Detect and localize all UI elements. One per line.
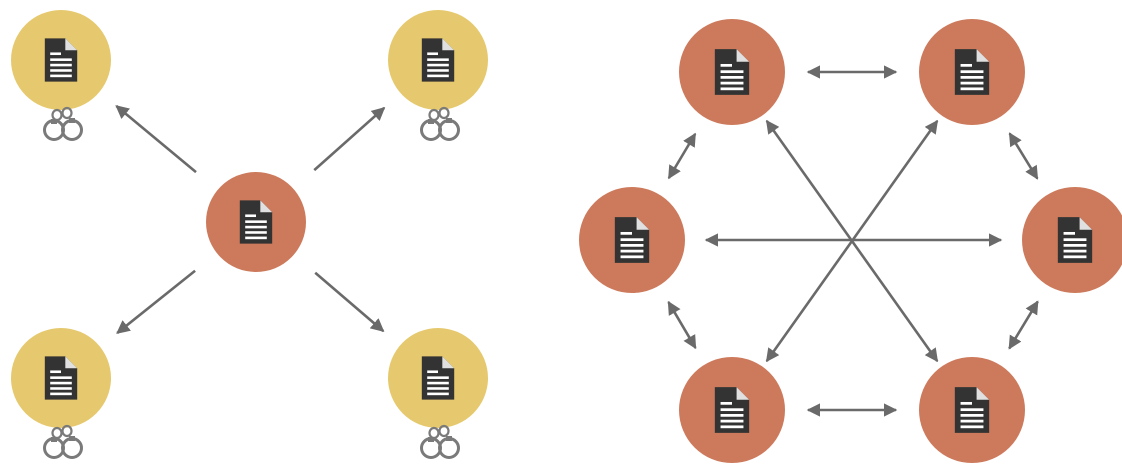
centralized-diagram — [11, 10, 488, 459]
center-source-node — [206, 172, 306, 272]
peer-node-bottom-right — [919, 357, 1025, 463]
handcuffs-lock-icon — [43, 424, 83, 459]
locked-node-top-left — [11, 10, 111, 141]
peer-node-top-left — [679, 19, 785, 125]
peer-node-bottom-left — [679, 357, 785, 463]
spoke-arrow-top-left — [115, 105, 197, 174]
locked-node-bottom-right — [388, 328, 488, 459]
document-icon — [954, 49, 990, 95]
document-icon — [1057, 217, 1093, 263]
mesh-arrow-right-bottom-right — [1008, 300, 1039, 350]
document-icon — [239, 200, 273, 244]
document-icon — [44, 38, 78, 82]
handcuffs-lock-icon — [420, 106, 460, 141]
spoke-arrow-top-right — [313, 106, 386, 172]
peer-node-left — [579, 187, 685, 293]
mesh-arrow-bottom-left-left — [667, 300, 697, 350]
spoke-arrow-bottom-left — [116, 269, 196, 335]
document-icon — [421, 356, 455, 400]
locked-node-bottom-left — [11, 328, 111, 459]
mesh-arrow-top-right-right — [1008, 132, 1039, 180]
locked-node-top-right — [388, 10, 488, 141]
handcuffs-lock-icon — [43, 106, 83, 141]
mesh-arrow-left-top-left — [667, 132, 697, 180]
document-icon — [954, 387, 990, 433]
document-icon — [714, 387, 750, 433]
document-icon — [714, 49, 750, 95]
document-icon — [44, 356, 78, 400]
mesh-arrow-top-right-bottom-left — [765, 119, 939, 363]
spoke-arrow-bottom-right — [314, 271, 385, 333]
handcuffs-lock-icon — [420, 424, 460, 459]
document-icon — [421, 38, 455, 82]
document-icon — [614, 217, 650, 263]
decentralized-diagram — [579, 19, 1122, 463]
peer-node-right — [1022, 187, 1122, 293]
peer-node-top-right — [919, 19, 1025, 125]
